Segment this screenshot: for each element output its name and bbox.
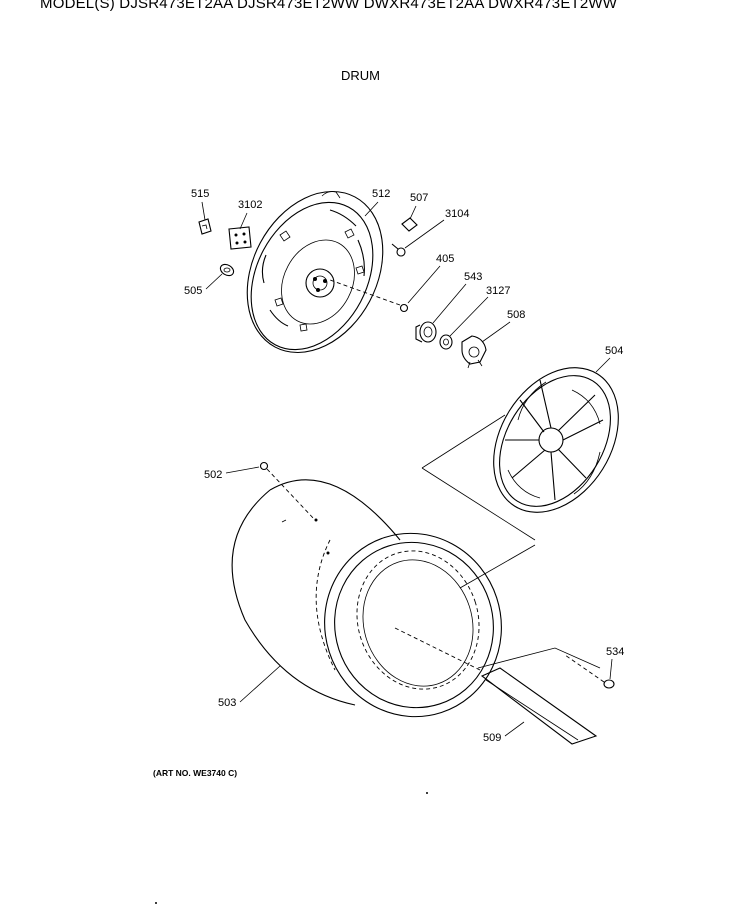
callout-508: 508 <box>481 309 525 343</box>
svg-text:3104: 3104 <box>445 208 469 220</box>
svg-text:515: 515 <box>191 188 209 200</box>
drum-baffle-part-504 <box>493 367 619 513</box>
callout-502: 502 <box>204 466 260 481</box>
svg-text:503: 503 <box>218 697 236 709</box>
svg-text:508: 508 <box>507 309 525 321</box>
svg-text:504: 504 <box>605 345 623 357</box>
drum-cylinder-part-503 <box>231 479 502 718</box>
callout-543: 543 <box>432 271 482 324</box>
callout-504: 504 <box>595 345 623 373</box>
stud-part-502 <box>259 461 316 521</box>
callout-3127: 3127 <box>449 285 510 337</box>
bracket-part-515 <box>198 218 212 235</box>
models-header: MODEL(S) DJSR473ET2AA DJSR473ET2WW DWXR4… <box>40 0 618 12</box>
clip-part-507 <box>401 217 418 232</box>
drum-dashed-axis <box>394 627 481 671</box>
svg-text:509: 509 <box>483 732 501 744</box>
roller-part-505 <box>219 263 235 277</box>
baffle-lifter-part-509 <box>480 667 598 745</box>
svg-text:502: 502 <box>204 469 222 481</box>
callout-505: 505 <box>184 273 223 297</box>
lifter-leader <box>477 647 601 669</box>
callout-534: 534 <box>606 646 624 680</box>
callout-507: 507 <box>409 192 428 220</box>
shaft-part-508 <box>461 335 487 369</box>
screw-part-534 <box>564 654 615 689</box>
callout-3102: 3102 <box>238 199 262 230</box>
svg-text:534: 534 <box>606 646 624 658</box>
drum-leader <box>459 544 536 589</box>
screw-part-3104 <box>391 243 406 257</box>
svg-text:512: 512 <box>372 188 390 200</box>
svg-text:3127: 3127 <box>486 285 510 297</box>
washer-part-3127 <box>439 334 453 350</box>
callout-512: 512 <box>364 188 390 217</box>
bearing-part-543 <box>415 321 437 343</box>
scan-speck <box>155 902 157 904</box>
diagram-title: DRUM <box>341 68 380 83</box>
callout-405: 405 <box>407 253 454 304</box>
callout-503: 503 <box>218 665 281 709</box>
callout-509: 509 <box>483 721 525 744</box>
svg-text:543: 543 <box>464 271 482 283</box>
svg-text:505: 505 <box>184 285 202 297</box>
scan-speck <box>426 792 428 794</box>
callout-515: 515 <box>191 188 209 221</box>
art-number: (ART NO. WE3740 C) <box>153 768 238 778</box>
svg-text:3102: 3102 <box>238 199 262 211</box>
screw-part-405 <box>329 279 409 313</box>
leader-lines-504 <box>421 414 536 541</box>
callout-3104: 3104 <box>404 208 469 249</box>
svg-text:405: 405 <box>436 253 454 265</box>
pad-part-3102 <box>228 226 252 250</box>
svg-text:507: 507 <box>410 192 428 204</box>
rear-bulkhead-part-512 <box>246 190 384 354</box>
